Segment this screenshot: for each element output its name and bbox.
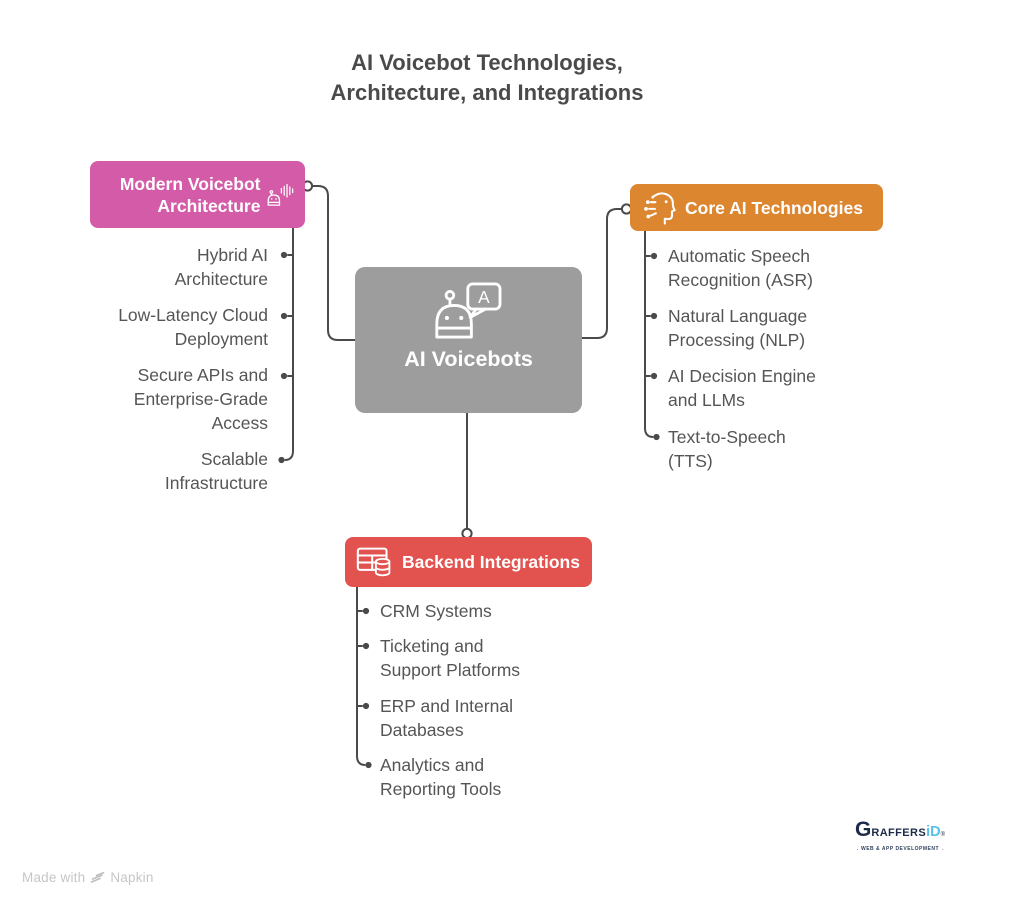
- logo-letter-g: G: [855, 818, 872, 841]
- voicebot-soundwave-icon: [268, 183, 294, 206]
- list-spine-architecture: [278, 227, 294, 464]
- logo-raffers: RAFFERS: [871, 827, 927, 839]
- branch-label: Core AI Technologies: [685, 197, 863, 218]
- connector-center-to-architecture: [301, 180, 356, 341]
- list-spine-coreai: [644, 230, 660, 441]
- made-with-text: Made with: [22, 870, 86, 885]
- branch-node-backend-integrations: Backend Integrations: [345, 537, 592, 587]
- list-item-erp-databases: ERP and Internal Databases: [380, 696, 513, 740]
- list-item-low-latency-cloud: Low-Latency Cloud Deployment: [118, 305, 268, 349]
- branch-node-modern-voicebot-architecture: Modern Voicebot Architecture: [90, 161, 305, 228]
- connector-center-to-backend: [461, 412, 473, 540]
- list-item-ticketing-support: Ticketing and Support Platforms: [380, 636, 521, 680]
- logo-id: iD: [926, 824, 941, 840]
- branch-node-core-ai-technologies: Core AI Technologies: [630, 184, 883, 231]
- list-item-asr: Automatic Speech Recognition (ASR): [668, 246, 813, 290]
- robot-chat-icon: A: [434, 282, 501, 339]
- list-item-scalable-infrastructure: Scalable Infrastructure: [164, 449, 268, 493]
- list-spine-backend: [356, 586, 372, 769]
- ai-head-circuit-icon: [644, 191, 676, 225]
- list-item-nlp: Natural Language Processing (NLP): [668, 306, 808, 350]
- center-node-ai-voicebots: A AI Voicebots: [355, 267, 582, 413]
- list-item-hybrid-ai-architecture: Hybrid AI Architecture: [174, 245, 268, 289]
- list-item-tts: Text-to-Speech (TTS): [668, 427, 786, 471]
- svg-text:A: A: [478, 287, 490, 307]
- branch-label: Backend Integrations: [402, 552, 580, 572]
- list-item-secure-apis: Secure APIs and Enterprise-Grade Access: [133, 365, 268, 433]
- page-title: AI Voicebot Technologies, Architecture, …: [212, 48, 762, 108]
- logo-registered-mark: ®: [940, 832, 946, 838]
- list-item-analytics-reporting: Analytics and Reporting Tools: [380, 755, 502, 799]
- center-node-label: AI Voicebots: [404, 347, 533, 371]
- made-with-napkin-link[interactable]: Made with Napkin: [22, 870, 154, 885]
- list-item-ai-decision-engine: AI Decision Engine and LLMs: [668, 366, 816, 410]
- page-title-line2: Architecture, and Integrations: [330, 80, 644, 105]
- table-database-icon: [356, 547, 391, 577]
- branch-label: Modern Voicebot Architecture: [119, 173, 261, 216]
- napkin-icon: [91, 872, 105, 883]
- list-item-crm-systems: CRM Systems: [380, 601, 492, 621]
- page-title-line1: AI Voicebot Technologies,: [351, 50, 623, 75]
- logo-tagline: WEB & APP DEVELOPMENT: [857, 846, 943, 852]
- napkin-brand-text: Napkin: [110, 870, 154, 885]
- connector-center-to-coreai: [581, 203, 633, 339]
